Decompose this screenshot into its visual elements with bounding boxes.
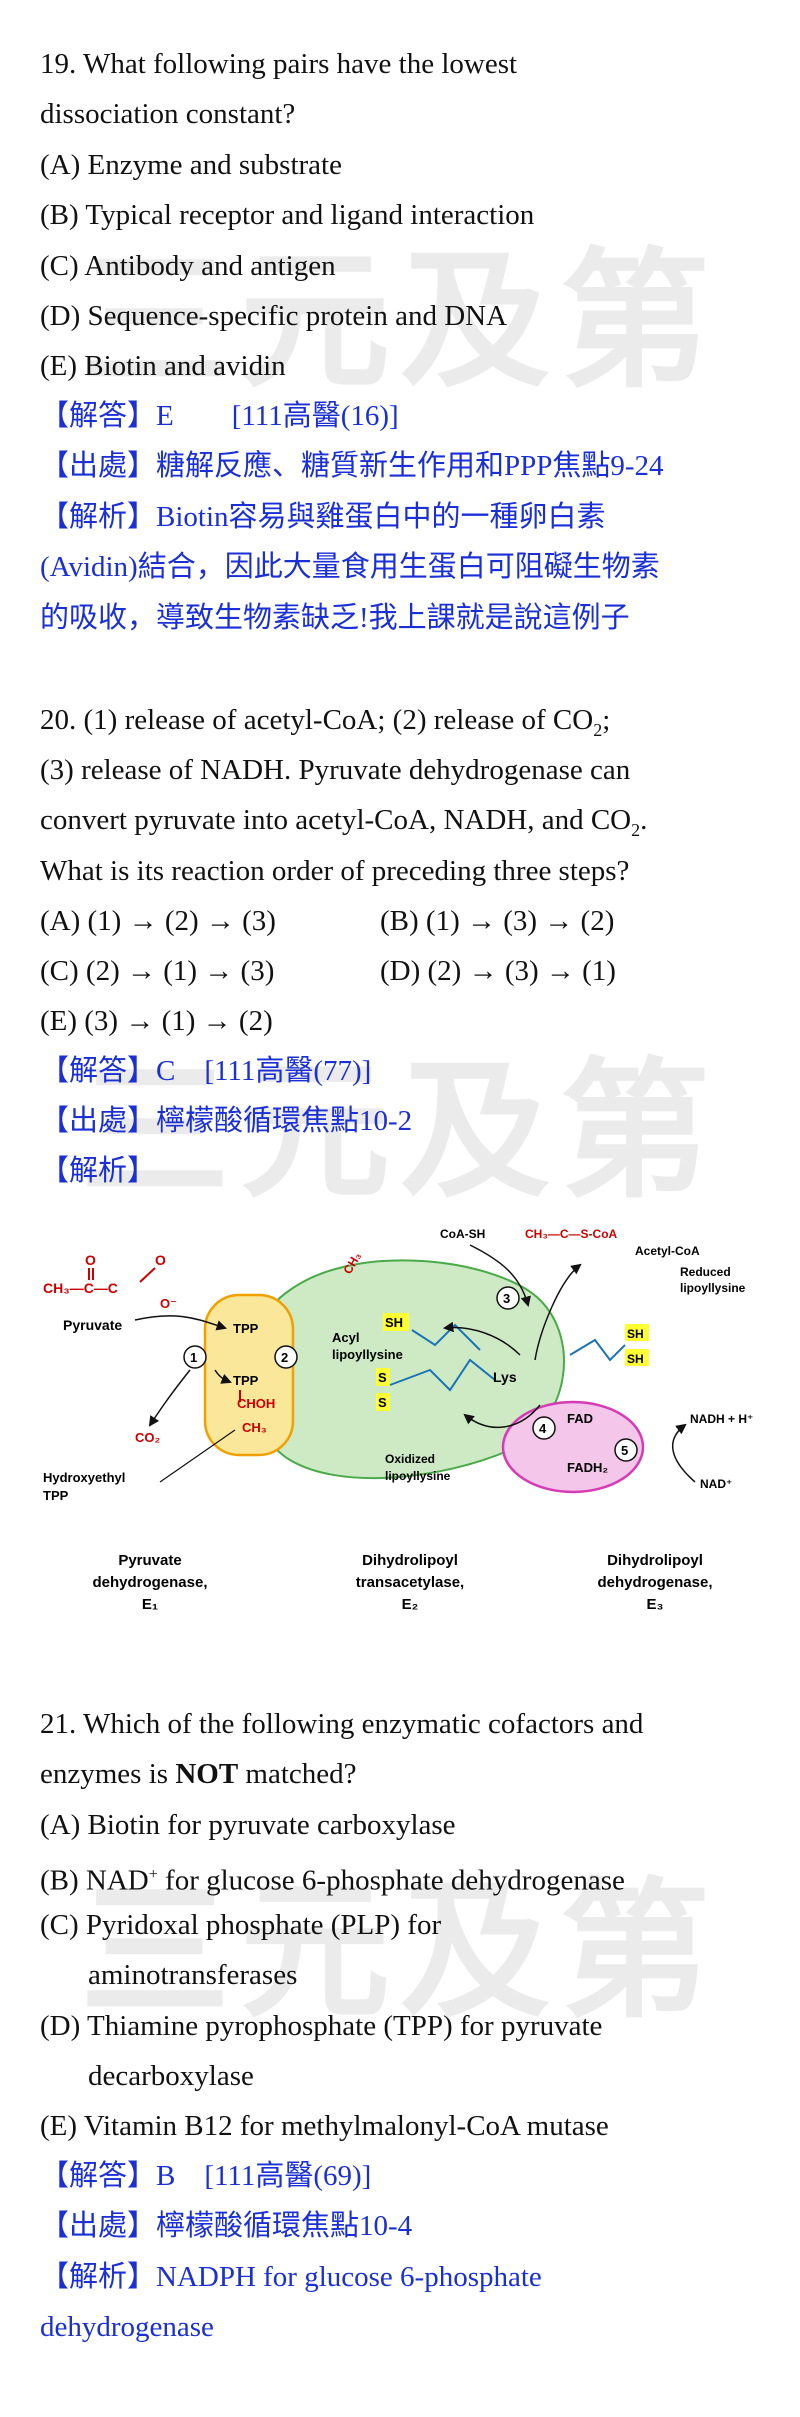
e1-caption: dehydrogenase, xyxy=(92,1574,207,1591)
q20-answer: 【解答】C [111高醫(77)] xyxy=(40,1055,372,1087)
q21-option-c: (C) Pyridoxal phosphate (PLP) for xyxy=(40,1909,442,1941)
q19-option-b: (B) Typical receptor and ligand interact… xyxy=(40,199,535,231)
nad-label: NAD⁺ xyxy=(700,1477,732,1491)
q19-option-a: (A) Enzyme and substrate xyxy=(40,149,342,181)
s-label: S xyxy=(378,1370,387,1385)
q20-option-c: (C) (2) → (1) → (3) xyxy=(40,955,275,987)
reduced-label: lipoyllysine xyxy=(680,1281,746,1295)
e1-blob xyxy=(203,1293,295,1457)
hydroxyethyl-label: TPP xyxy=(43,1488,69,1503)
nadh-label: NADH + H⁺ xyxy=(690,1412,753,1426)
q20-option-b: (B) (1) → (3) → (2) xyxy=(380,905,615,937)
step-2: 2 xyxy=(281,1350,288,1365)
sh-label: SH xyxy=(385,1315,403,1330)
step-1: 1 xyxy=(190,1350,197,1365)
q20-option-d: (D) (2) → (3) → (1) xyxy=(380,955,616,987)
pyruvate-label: Pyruvate xyxy=(63,1317,122,1333)
q19-option-c: (C) Antibody and antigen xyxy=(40,250,336,282)
oxidized-label: lipoyllysine xyxy=(385,1469,451,1483)
pdh-complex-diagram: CH₃—C—C O O O⁻ Pyruvate TPP TPP CHOH CH₃… xyxy=(43,1227,753,1613)
q19-explanation: (Avidin)結合，因此大量食用生蛋白可阻礙生物素 xyxy=(40,551,660,583)
q21-explanation: 【解析】NADPH for glucose 6-phosphate xyxy=(40,2261,542,2293)
q20-stem: convert pyruvate into acetyl-CoA, NADH, … xyxy=(40,804,648,840)
q20-stem: What is its reaction order of preceding … xyxy=(40,855,630,887)
o-label: O xyxy=(155,1252,166,1268)
s-label: S xyxy=(378,1395,387,1410)
lys-label: Lys xyxy=(493,1369,517,1385)
step-5: 5 xyxy=(621,1443,628,1458)
e3-caption: dehydrogenase, xyxy=(597,1574,712,1591)
q21-option-d: (D) Thiamine pyrophosphate (TPP) for pyr… xyxy=(40,2010,603,2042)
acyl-label: lipoyllysine xyxy=(332,1347,403,1362)
q21-explanation: dehydrogenase xyxy=(40,2311,214,2343)
tpp-label: TPP xyxy=(233,1321,259,1336)
oxidized-label: Oxidized xyxy=(385,1452,435,1466)
acetylcoa-structure: CH₃—C—S-CoA xyxy=(525,1227,618,1241)
e3-caption: E₃ xyxy=(647,1596,664,1613)
q21-option-a: (A) Biotin for pyruvate carboxylase xyxy=(40,1809,456,1841)
e2-caption: Dihydrolipoyl xyxy=(362,1552,458,1569)
e1-caption: E₁ xyxy=(142,1596,158,1613)
q19-stem: dissociation constant? xyxy=(40,98,296,130)
o-label: O xyxy=(85,1252,96,1268)
q21-answer: 【解答】B [111高醫(69)] xyxy=(40,2160,372,2192)
q19-source: 【出處】糖解反應、糖質新生作用和PPP焦點9-24 xyxy=(40,450,664,482)
hydroxyethyl-label: Hydroxyethyl xyxy=(43,1470,125,1485)
co2-label: CO₂ xyxy=(135,1430,161,1445)
q20-option-e: (E) (3) → (1) → (2) xyxy=(40,1005,273,1037)
q19-answer: 【解答】E [111高醫(16)] xyxy=(40,400,399,432)
step-3: 3 xyxy=(503,1291,510,1306)
q21-option-e: (E) Vitamin B12 for methylmalonyl-CoA mu… xyxy=(40,2110,609,2142)
o-minus-label: O⁻ xyxy=(160,1296,177,1311)
q20-option-a: (A) (1) → (2) → (3) xyxy=(40,905,276,937)
pyruvate-structure: CH₃—C—C xyxy=(43,1280,118,1296)
acetylcoa-label: Acetyl-CoA xyxy=(635,1244,700,1258)
sh-label: SH xyxy=(627,1352,644,1366)
coash-label: CoA-SH xyxy=(440,1227,485,1241)
q19-option-d: (D) Sequence-specific protein and DNA xyxy=(40,300,508,332)
q20-stem: (3) release of NADH. Pyruvate dehydrogen… xyxy=(40,754,631,786)
fadh2-label: FADH₂ xyxy=(567,1460,608,1475)
q20-explanation: 【解析】 xyxy=(40,1155,157,1187)
q19-explanation: 的吸收，導致生物素缺乏!我上課就是說這例子 xyxy=(40,602,630,634)
e2-caption: transacetylase, xyxy=(356,1574,464,1591)
tpp-label: TPP xyxy=(233,1373,259,1388)
e1-caption: Pyruvate xyxy=(118,1552,181,1569)
reduced-label: Reduced xyxy=(680,1265,731,1279)
e2-caption: E₂ xyxy=(402,1596,419,1613)
q19-stem: 19. What following pairs have the lowest xyxy=(40,48,518,80)
step-4: 4 xyxy=(539,1421,547,1436)
q19-explanation: 【解析】Biotin容易與雞蛋白中的一種卵白素 xyxy=(40,501,606,533)
q21-option-d: decarboxylase xyxy=(88,2060,254,2092)
q21-option-b: (B) NAD+ for glucose 6-phosphate dehydro… xyxy=(40,1864,625,1897)
acyl-label: Acyl xyxy=(332,1330,359,1345)
ch3-label: CH₃ xyxy=(242,1420,267,1435)
q21-stem: 21. Which of the following enzymatic cof… xyxy=(40,1708,644,1740)
q21-option-c: aminotransferases xyxy=(88,1959,298,1991)
q19-option-e: (E) Biotin and avidin xyxy=(40,350,286,382)
q21-source: 【出處】檸檬酸循環焦點10-4 xyxy=(40,2210,413,2242)
q21-stem: enzymes is NOT matched? xyxy=(40,1758,357,1790)
q20-options-row: (C) (2) → (1) → (3) (D) (2) → (3) → (1) xyxy=(40,951,770,991)
e3-caption: Dihydrolipoyl xyxy=(607,1552,703,1569)
q20-stem: 20. (1) release of acetyl-CoA; (2) relea… xyxy=(40,704,611,740)
q20-source: 【出處】檸檬酸循環焦點10-2 xyxy=(40,1105,413,1137)
q20-options-row: (A) (1) → (2) → (3) (B) (1) → (3) → (2) xyxy=(40,901,770,941)
choh-label: CHOH xyxy=(237,1396,275,1411)
sh-label: SH xyxy=(627,1327,644,1341)
fad-label: FAD xyxy=(567,1411,593,1426)
